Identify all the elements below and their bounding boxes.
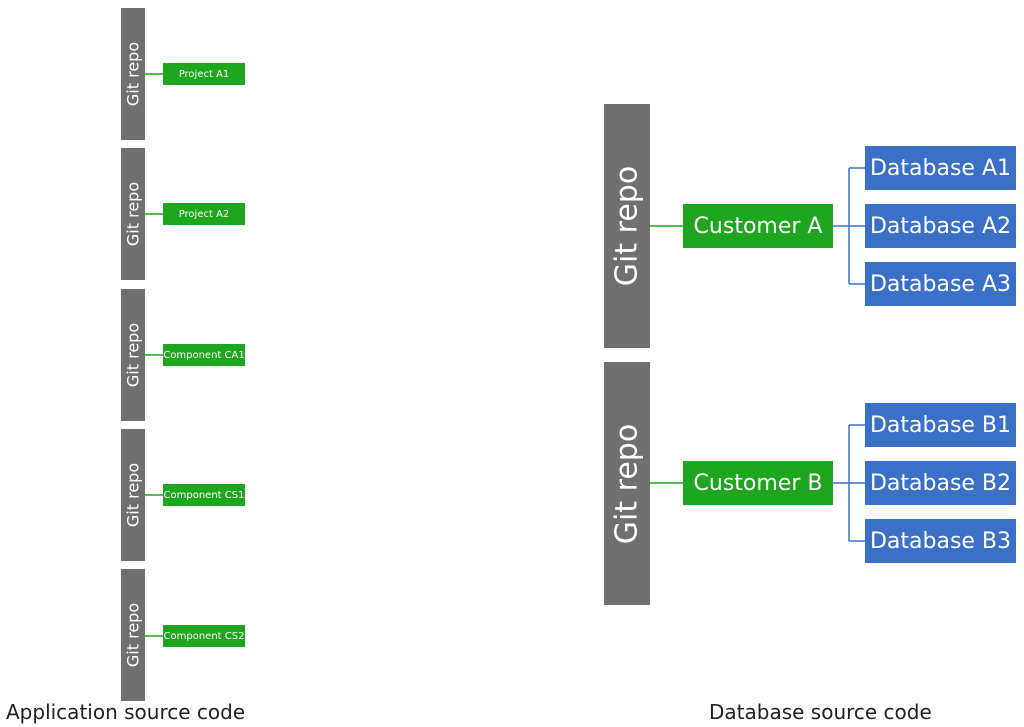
git-repo-label: Git repo [123, 41, 143, 107]
project-a2-box: Project A2 [163, 203, 245, 225]
database-b1-box: Database B1 [865, 403, 1016, 447]
git-repo-project-a1: Git repo [121, 8, 145, 140]
git-repo-customer-a: Git repo [604, 104, 650, 348]
application-source-code-caption: Application source code [6, 700, 246, 724]
git-repo-component-cs2: Git repo [121, 569, 145, 701]
git-repo-label: Git repo [123, 181, 143, 247]
database-a1-box: Database A1 [865, 146, 1016, 190]
customer-a-box: Customer A [683, 204, 833, 248]
database-a2-box: Database A2 [865, 204, 1016, 248]
git-repo-label: Git repo [123, 322, 143, 388]
git-repo-component-ca1: Git repo [121, 289, 145, 421]
component-cs2-box: Component CS2 [163, 625, 245, 647]
git-repo-component-cs1: Git repo [121, 429, 145, 561]
database-b3-box: Database B3 [865, 519, 1016, 563]
git-repo-project-a2: Git repo [121, 148, 145, 280]
component-cs1-box: Component CS1 [163, 484, 245, 506]
git-repo-label: Git repo [123, 602, 143, 668]
project-a1-box: Project A1 [163, 63, 245, 85]
git-repo-customer-b: Git repo [604, 362, 650, 605]
database-source-code-caption: Database source code [709, 700, 932, 724]
database-a3-box: Database A3 [865, 262, 1016, 306]
git-repo-label: Git repo [123, 462, 143, 528]
component-ca1-box: Component CA1 [163, 344, 245, 366]
git-repo-label: Git repo [609, 423, 645, 544]
git-repo-label: Git repo [609, 165, 645, 287]
customer-b-box: Customer B [683, 461, 833, 505]
database-b2-box: Database B2 [865, 461, 1016, 505]
